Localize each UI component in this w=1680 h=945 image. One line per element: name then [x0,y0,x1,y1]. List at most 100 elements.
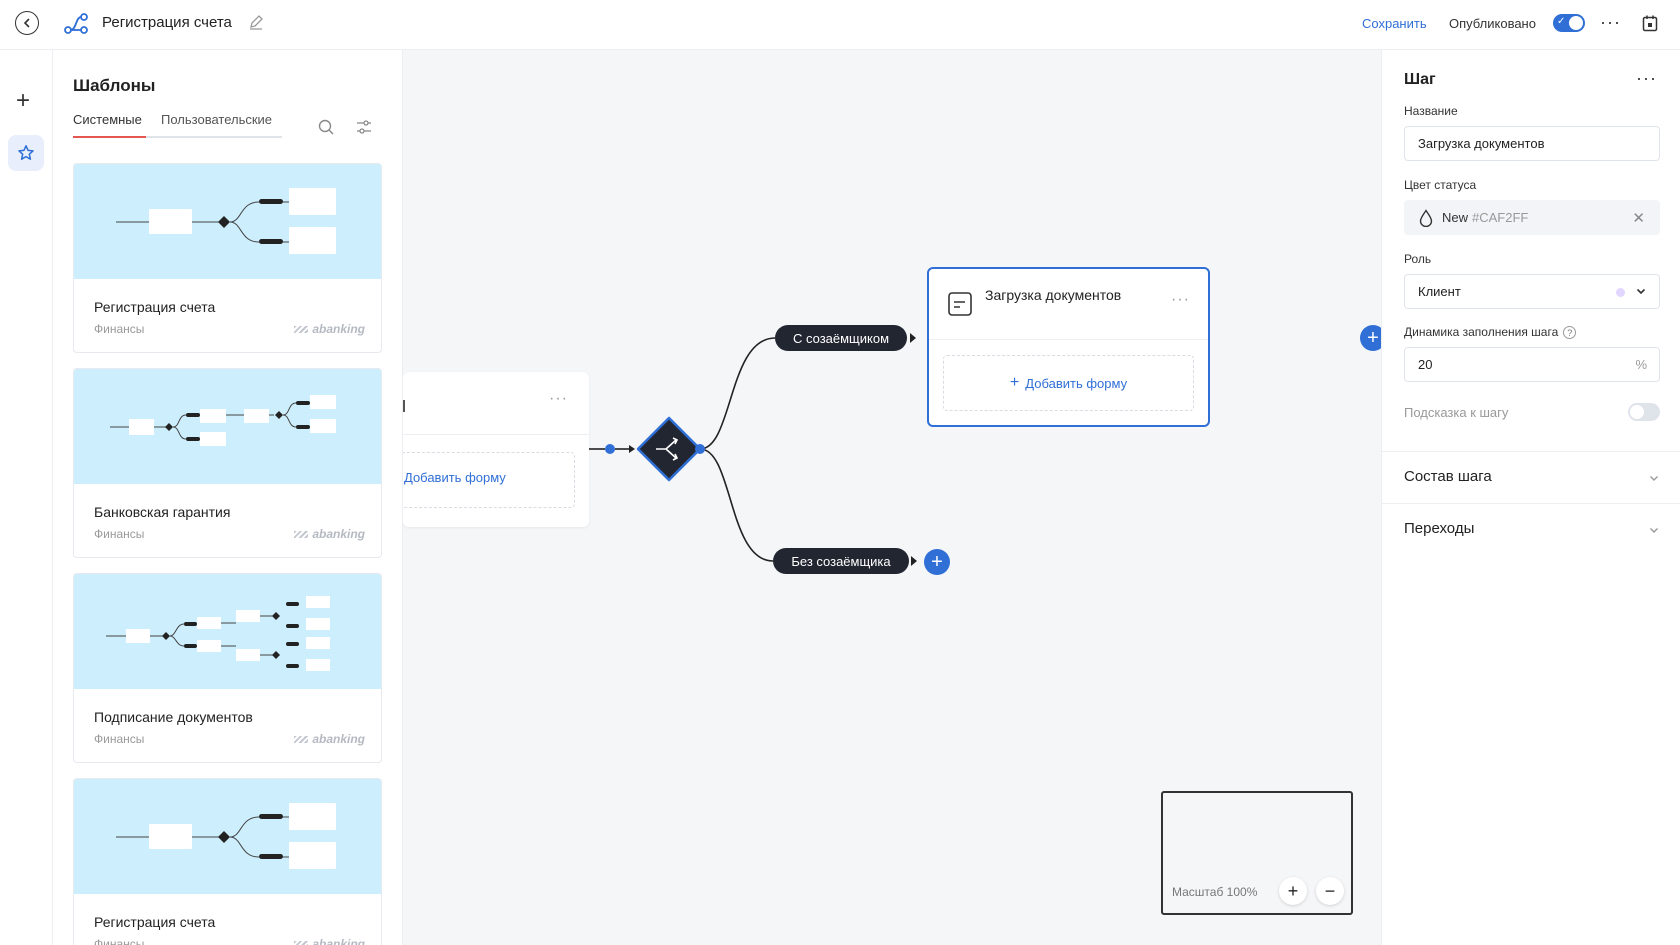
status-color-hex: #CAF2FF [1472,210,1529,225]
text-caret [403,400,405,412]
tab-user[interactable]: Пользовательские [161,112,273,127]
chevron-down-icon [1636,288,1646,295]
section-label: Переходы [1404,520,1475,537]
template-card[interactable]: Регистрация счета Финансы abanking [73,778,382,945]
template-category: Финансы [94,527,145,541]
add-step-button[interactable]: + [1360,325,1381,351]
dynamics-label: Динамика заполнения шага? [1404,325,1577,340]
template-card[interactable]: Подписание документов Финансы abanking [73,573,382,763]
template-category: Финансы [94,322,145,336]
form-icon [948,292,972,316]
name-input[interactable]: Загрузка документов [1404,126,1660,161]
more-options-icon[interactable]: ··· [1636,68,1657,88]
name-label: Название [1404,104,1458,118]
chevron-left-icon [23,18,30,28]
clear-icon[interactable]: ✕ [1632,210,1645,227]
minimap[interactable]: Масштаб 100% + − [1161,791,1353,915]
back-button[interactable] [15,11,39,35]
templates-button[interactable] [8,135,44,171]
section-label: Состав шага [1404,468,1492,485]
section-transitions[interactable]: Переходы [1404,520,1660,537]
template-preview [74,574,381,689]
status-color-field[interactable]: New #CAF2FF ✕ [1404,200,1660,235]
panel-title: Шаг [1404,71,1436,88]
chevron-down-icon [1650,528,1658,533]
tab-active-indicator [73,136,146,138]
name-value: Загрузка документов [1418,136,1545,151]
add-icon[interactable]: + [16,87,31,114]
properties-panel: Шаг ··· Название Загрузка документов Цве… [1381,50,1680,945]
brand-logo: abanking [294,937,365,945]
status-color-label: Цвет статуса [1404,178,1477,192]
template-preview [74,164,381,279]
node-title: Загрузка документов [985,287,1122,303]
template-name: Регистрация счета [94,299,216,315]
save-button[interactable]: Сохранить [1362,16,1427,31]
hint-label: Подсказка к шагу [1404,405,1509,420]
divider [1382,451,1680,452]
branch-gateway[interactable] [636,416,702,482]
step-node[interactable]: ··· Добавить форму [403,372,589,527]
hint-toggle[interactable] [1628,403,1660,421]
more-options-icon[interactable]: ··· [1600,12,1621,32]
add-step-button[interactable]: + [924,549,950,575]
tabs-divider [73,136,282,138]
left-rail: + [0,50,53,945]
workflow-icon [64,13,88,34]
template-preview [74,779,381,894]
tab-system[interactable]: Системные [73,112,142,127]
search-icon[interactable] [317,118,335,136]
workflow-canvas[interactable]: ··· Добавить форму С созаёмщиком Без соз… [403,50,1381,945]
dynamics-value: 20 [1418,357,1433,372]
role-color-dot [1616,288,1625,297]
published-label: Опубликовано [1449,16,1536,31]
filter-icon[interactable] [355,118,373,136]
connectors [589,333,917,566]
percent-unit: % [1635,357,1647,372]
top-bar: Регистрация счета Сохранить Опубликовано… [0,0,1680,50]
zoom-out-button[interactable]: − [1316,877,1344,905]
add-form-button[interactable]: Добавить форму [404,470,506,485]
plus-icon: + [1009,374,1020,391]
template-preview-diagram [116,803,336,869]
template-name: Регистрация счета [94,914,216,930]
role-select[interactable]: Клиент [1404,274,1660,309]
template-category: Финансы [94,937,145,945]
connector-dot[interactable] [695,444,705,454]
add-form-label: Добавить форму [1025,375,1128,391]
zoom-in-button[interactable]: + [1279,877,1307,905]
pencil-icon[interactable] [248,14,264,30]
template-category: Финансы [94,732,145,746]
template-name: Банковская гарантия [94,504,231,520]
calendar-icon[interactable] [1641,14,1659,32]
dynamics-label-text: Динамика заполнения шага [1404,325,1559,339]
section-step-content[interactable]: Состав шага [1404,468,1660,485]
step-node-selected[interactable]: Загрузка документов ··· + Добавить форму [927,267,1210,427]
branch-label-without-coborrower[interactable]: Без созаёмщика [773,548,909,574]
brand-logo: abanking [294,322,365,336]
templates-panel: Шаблоны Системные Пользовательские Регис… [53,50,403,945]
connector-dot[interactable] [605,444,615,454]
add-form-zone[interactable] [403,452,575,508]
zoom-level: Масштаб 100% [1172,885,1258,899]
dynamics-input[interactable]: 20 % [1404,347,1660,382]
template-card[interactable]: Регистрация счета Финансы abanking [73,163,382,353]
split-icon [656,437,679,461]
template-preview-diagram [106,596,330,671]
role-value: Клиент [1418,284,1461,299]
chevron-down-icon [1650,476,1658,481]
node-menu-icon[interactable]: ··· [1171,291,1190,308]
template-name: Подписание документов [94,709,253,725]
help-icon[interactable]: ? [1563,326,1577,340]
templates-title: Шаблоны [73,76,156,95]
add-form-button[interactable]: + Добавить форму [943,355,1194,411]
template-preview-diagram [116,188,336,254]
branch-label-with-coborrower[interactable]: С созаёмщиком [775,325,907,351]
status-color-name: New [1442,210,1469,225]
node-menu-icon[interactable]: ··· [549,390,568,407]
star-icon [18,145,34,160]
brand-logo: abanking [294,732,365,746]
template-preview-diagram [110,395,336,446]
published-toggle[interactable]: ✓ [1553,14,1585,32]
template-card[interactable]: Банковская гарантия Финансы abanking [73,368,382,558]
